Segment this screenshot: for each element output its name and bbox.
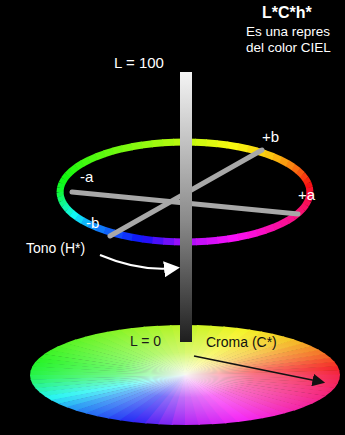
ring-segment <box>60 183 62 188</box>
ring-segment <box>257 230 266 233</box>
ring-segment <box>228 237 239 239</box>
ring-segment <box>76 163 82 167</box>
ring-segment <box>247 149 257 152</box>
ring-segment <box>207 240 219 241</box>
ring-segment <box>306 179 309 184</box>
ring-segment <box>123 235 134 237</box>
hue-label: Tono (H*) <box>26 240 85 256</box>
description-text: del color CIEL <box>246 40 331 56</box>
ring-segment <box>77 217 83 221</box>
ring-segment <box>273 156 281 160</box>
ring-segment <box>281 220 288 224</box>
ring-segment <box>152 143 164 144</box>
ring-segment <box>162 139 174 147</box>
axis-label: +b <box>262 128 279 145</box>
ring-segment <box>287 163 293 167</box>
ring-segment <box>141 144 152 145</box>
ring-segment <box>206 143 218 144</box>
axis-label: +a <box>298 186 315 203</box>
ring-segment <box>237 147 248 149</box>
ring-segment <box>57 188 65 193</box>
ring-segment <box>68 209 73 213</box>
ring-segment <box>96 154 105 157</box>
ring-segment <box>62 201 65 206</box>
ring-segment <box>227 145 238 147</box>
hue-arrow <box>100 255 176 269</box>
lightness-axis <box>180 72 192 342</box>
ring-segment <box>217 239 228 240</box>
axis-label: L = 100 <box>114 54 164 71</box>
ring-segment <box>89 157 97 161</box>
ring-segment <box>273 224 281 228</box>
ring-segment <box>67 171 72 175</box>
ring-segment <box>303 205 307 210</box>
ring-segment <box>131 145 142 147</box>
ring-segment <box>64 205 68 210</box>
ring-segment <box>238 235 249 237</box>
ring-segment <box>64 175 68 180</box>
ring-segment <box>113 149 123 152</box>
axis-label: -b <box>86 214 99 231</box>
axis-label: L = 0 <box>130 333 161 349</box>
ring-segment <box>142 239 153 240</box>
ring-segment <box>217 144 228 145</box>
chroma-label: Croma (C*) <box>206 334 277 350</box>
ring-segment <box>293 167 299 171</box>
ring-segment <box>71 167 76 171</box>
ring-segment <box>265 154 274 157</box>
ring-segment <box>132 237 143 239</box>
ring-segment <box>298 171 303 175</box>
ring-segment <box>104 151 113 154</box>
ring-segment <box>280 160 287 164</box>
ring-segment <box>302 175 306 180</box>
ring-segment <box>195 139 207 147</box>
ring-segment <box>265 227 274 230</box>
ring-segment <box>196 238 208 246</box>
ring-segment <box>72 213 78 217</box>
ring-segment <box>61 196 63 201</box>
ring-segment <box>82 160 89 164</box>
ring-segment <box>248 233 258 236</box>
chroma-arrow <box>194 356 322 382</box>
ring-segment <box>62 179 65 184</box>
diagram-title: L*C*h* <box>262 4 312 22</box>
axis-label: -a <box>80 168 93 185</box>
description-text: Es una repres <box>246 24 330 40</box>
ring-segment <box>153 240 165 241</box>
ring-segment <box>163 238 175 246</box>
ring-segment <box>287 217 293 221</box>
ring-segment <box>122 147 133 149</box>
